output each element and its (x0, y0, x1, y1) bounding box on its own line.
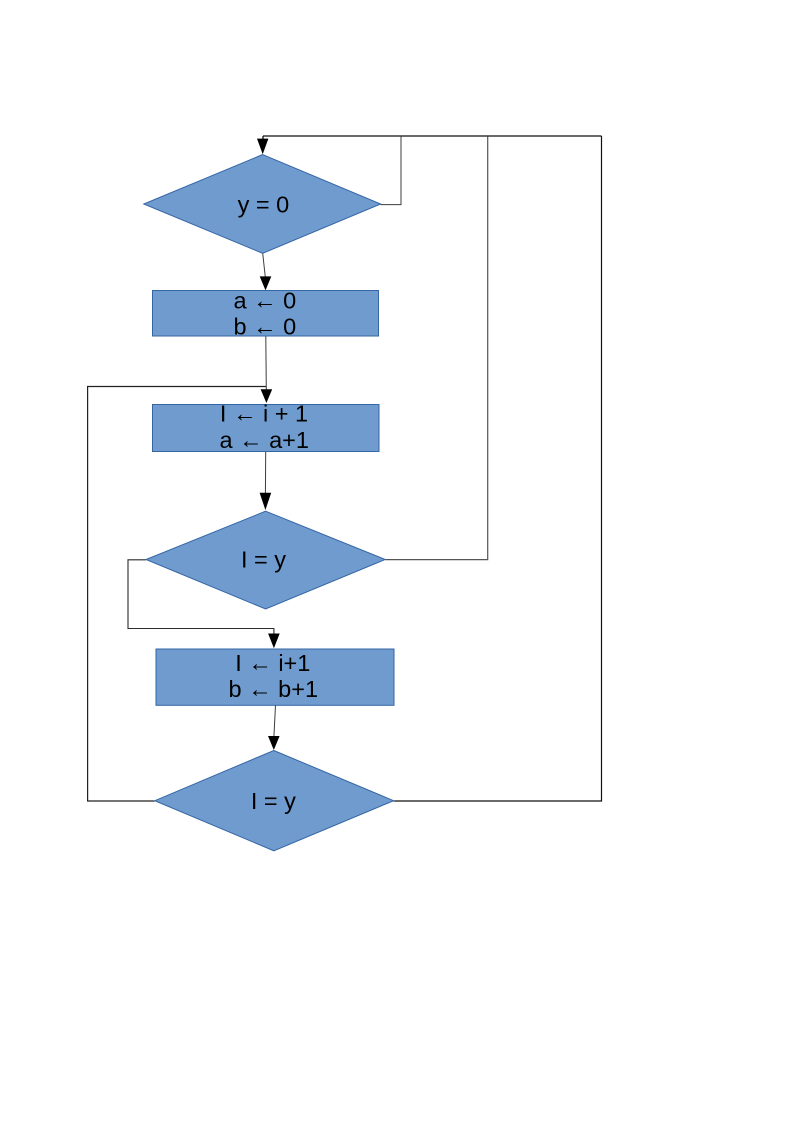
svg-text:a ← 0: a ← 0 (233, 287, 296, 313)
svg-text:a ← a+1: a ← a+1 (219, 427, 309, 453)
svg-text:b ← b+1: b ← b+1 (229, 676, 319, 702)
svg-text:I ← i+1: I ← i+1 (235, 650, 310, 676)
svg-text:I = y: I = y (241, 546, 286, 572)
svg-text:b ← 0: b ← 0 (233, 314, 296, 340)
svg-text:I = y: I = y (251, 788, 296, 814)
svg-text:I ← i + 1: I ← i + 1 (220, 401, 308, 427)
svg-text:y = 0: y = 0 (238, 192, 290, 218)
